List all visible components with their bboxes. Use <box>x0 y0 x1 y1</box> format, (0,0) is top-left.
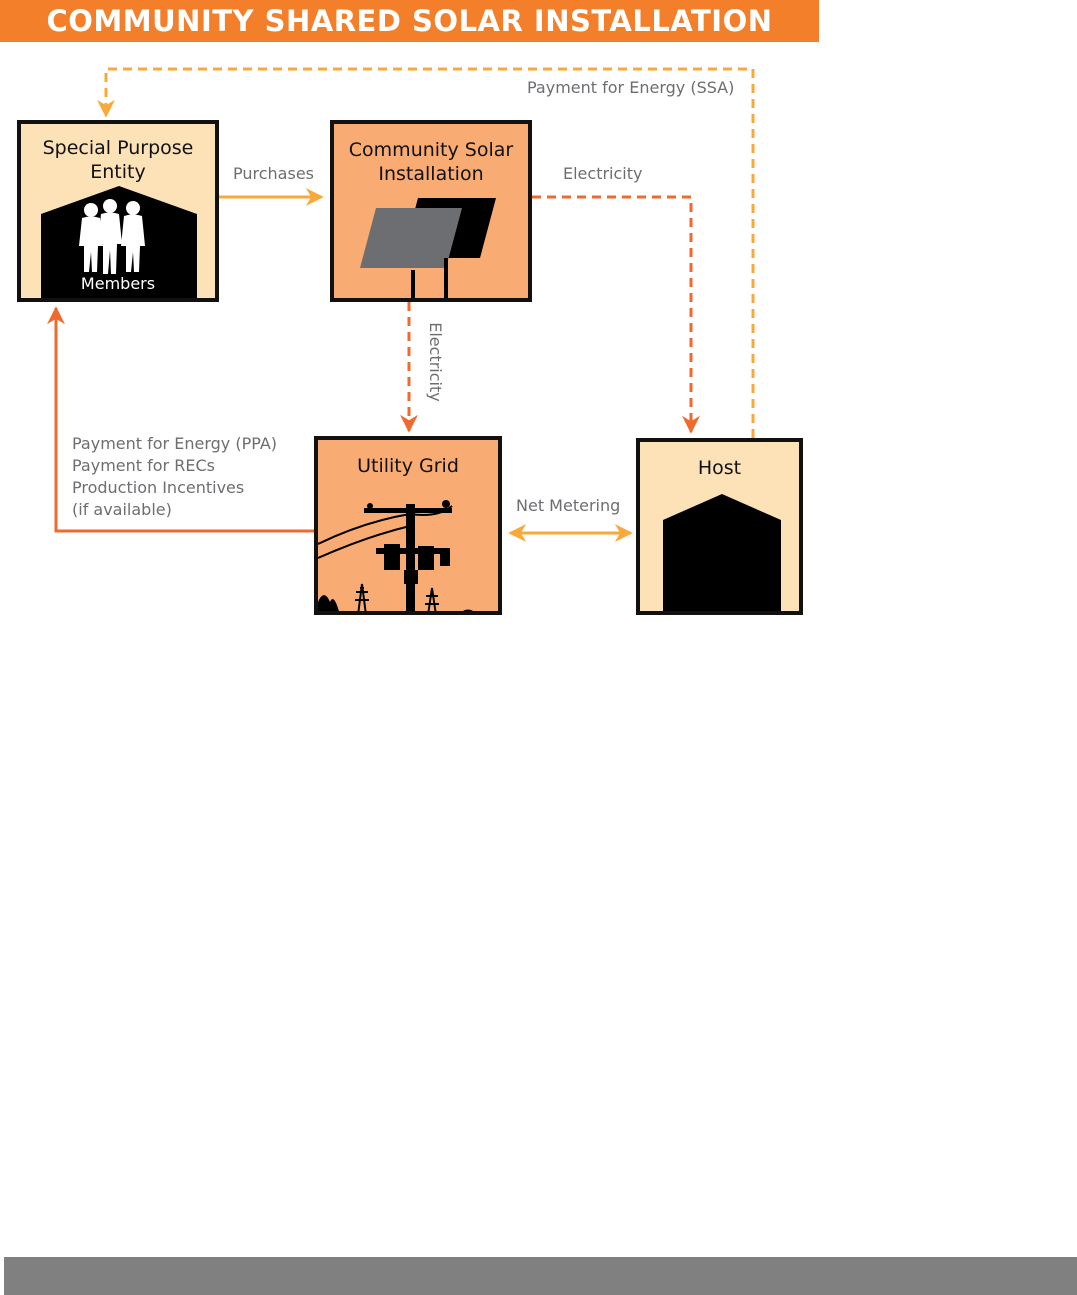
electricity-to-grid-label: Electricity <box>426 322 445 402</box>
power-pole-icon <box>318 500 474 611</box>
electricity-to-host-label: Electricity <box>563 164 643 183</box>
payment-ssa-arrow <box>97 67 755 438</box>
payments-label-group: Payment for Energy (PPA) Payment for REC… <box>72 433 277 521</box>
payments-arrow <box>47 306 315 533</box>
solar-panel-icon <box>360 198 496 298</box>
payment-ssa-label: Payment for Energy (SSA) <box>527 78 735 97</box>
footer-bar <box>4 1257 1077 1295</box>
electricity-to-host-arrow <box>532 195 700 434</box>
members-label: Members <box>80 274 156 293</box>
utility-grid-box: Utility Grid <box>314 436 502 615</box>
csi-title-line2: Installation <box>378 163 484 185</box>
spe-title-line2: Entity <box>90 161 146 183</box>
community-solar-installation-box: Community Solar Installation <box>330 120 532 302</box>
payment-ppa-label: Payment for Energy (PPA) <box>72 434 278 453</box>
if-available-label: (if available) <box>72 500 172 519</box>
special-purpose-entity-box: Special Purpose Entity Members <box>17 120 219 302</box>
utility-grid-title: Utility Grid <box>357 455 459 477</box>
host-house-icon <box>663 494 781 611</box>
payment-recs-label: Payment for RECs <box>72 456 215 475</box>
members-house-icon <box>41 186 197 298</box>
page-title: COMMUNITY SHARED SOLAR INSTALLATION <box>0 0 819 42</box>
spe-title-line1: Special Purpose <box>42 137 194 159</box>
csi-title-line1: Community Solar <box>348 139 514 161</box>
host-box: Host <box>636 438 803 615</box>
net-metering-label: Net Metering <box>516 496 621 515</box>
purchases-label: Purchases <box>233 164 314 183</box>
production-incentives-label: Production Incentives <box>72 478 245 497</box>
host-title: Host <box>697 457 742 479</box>
